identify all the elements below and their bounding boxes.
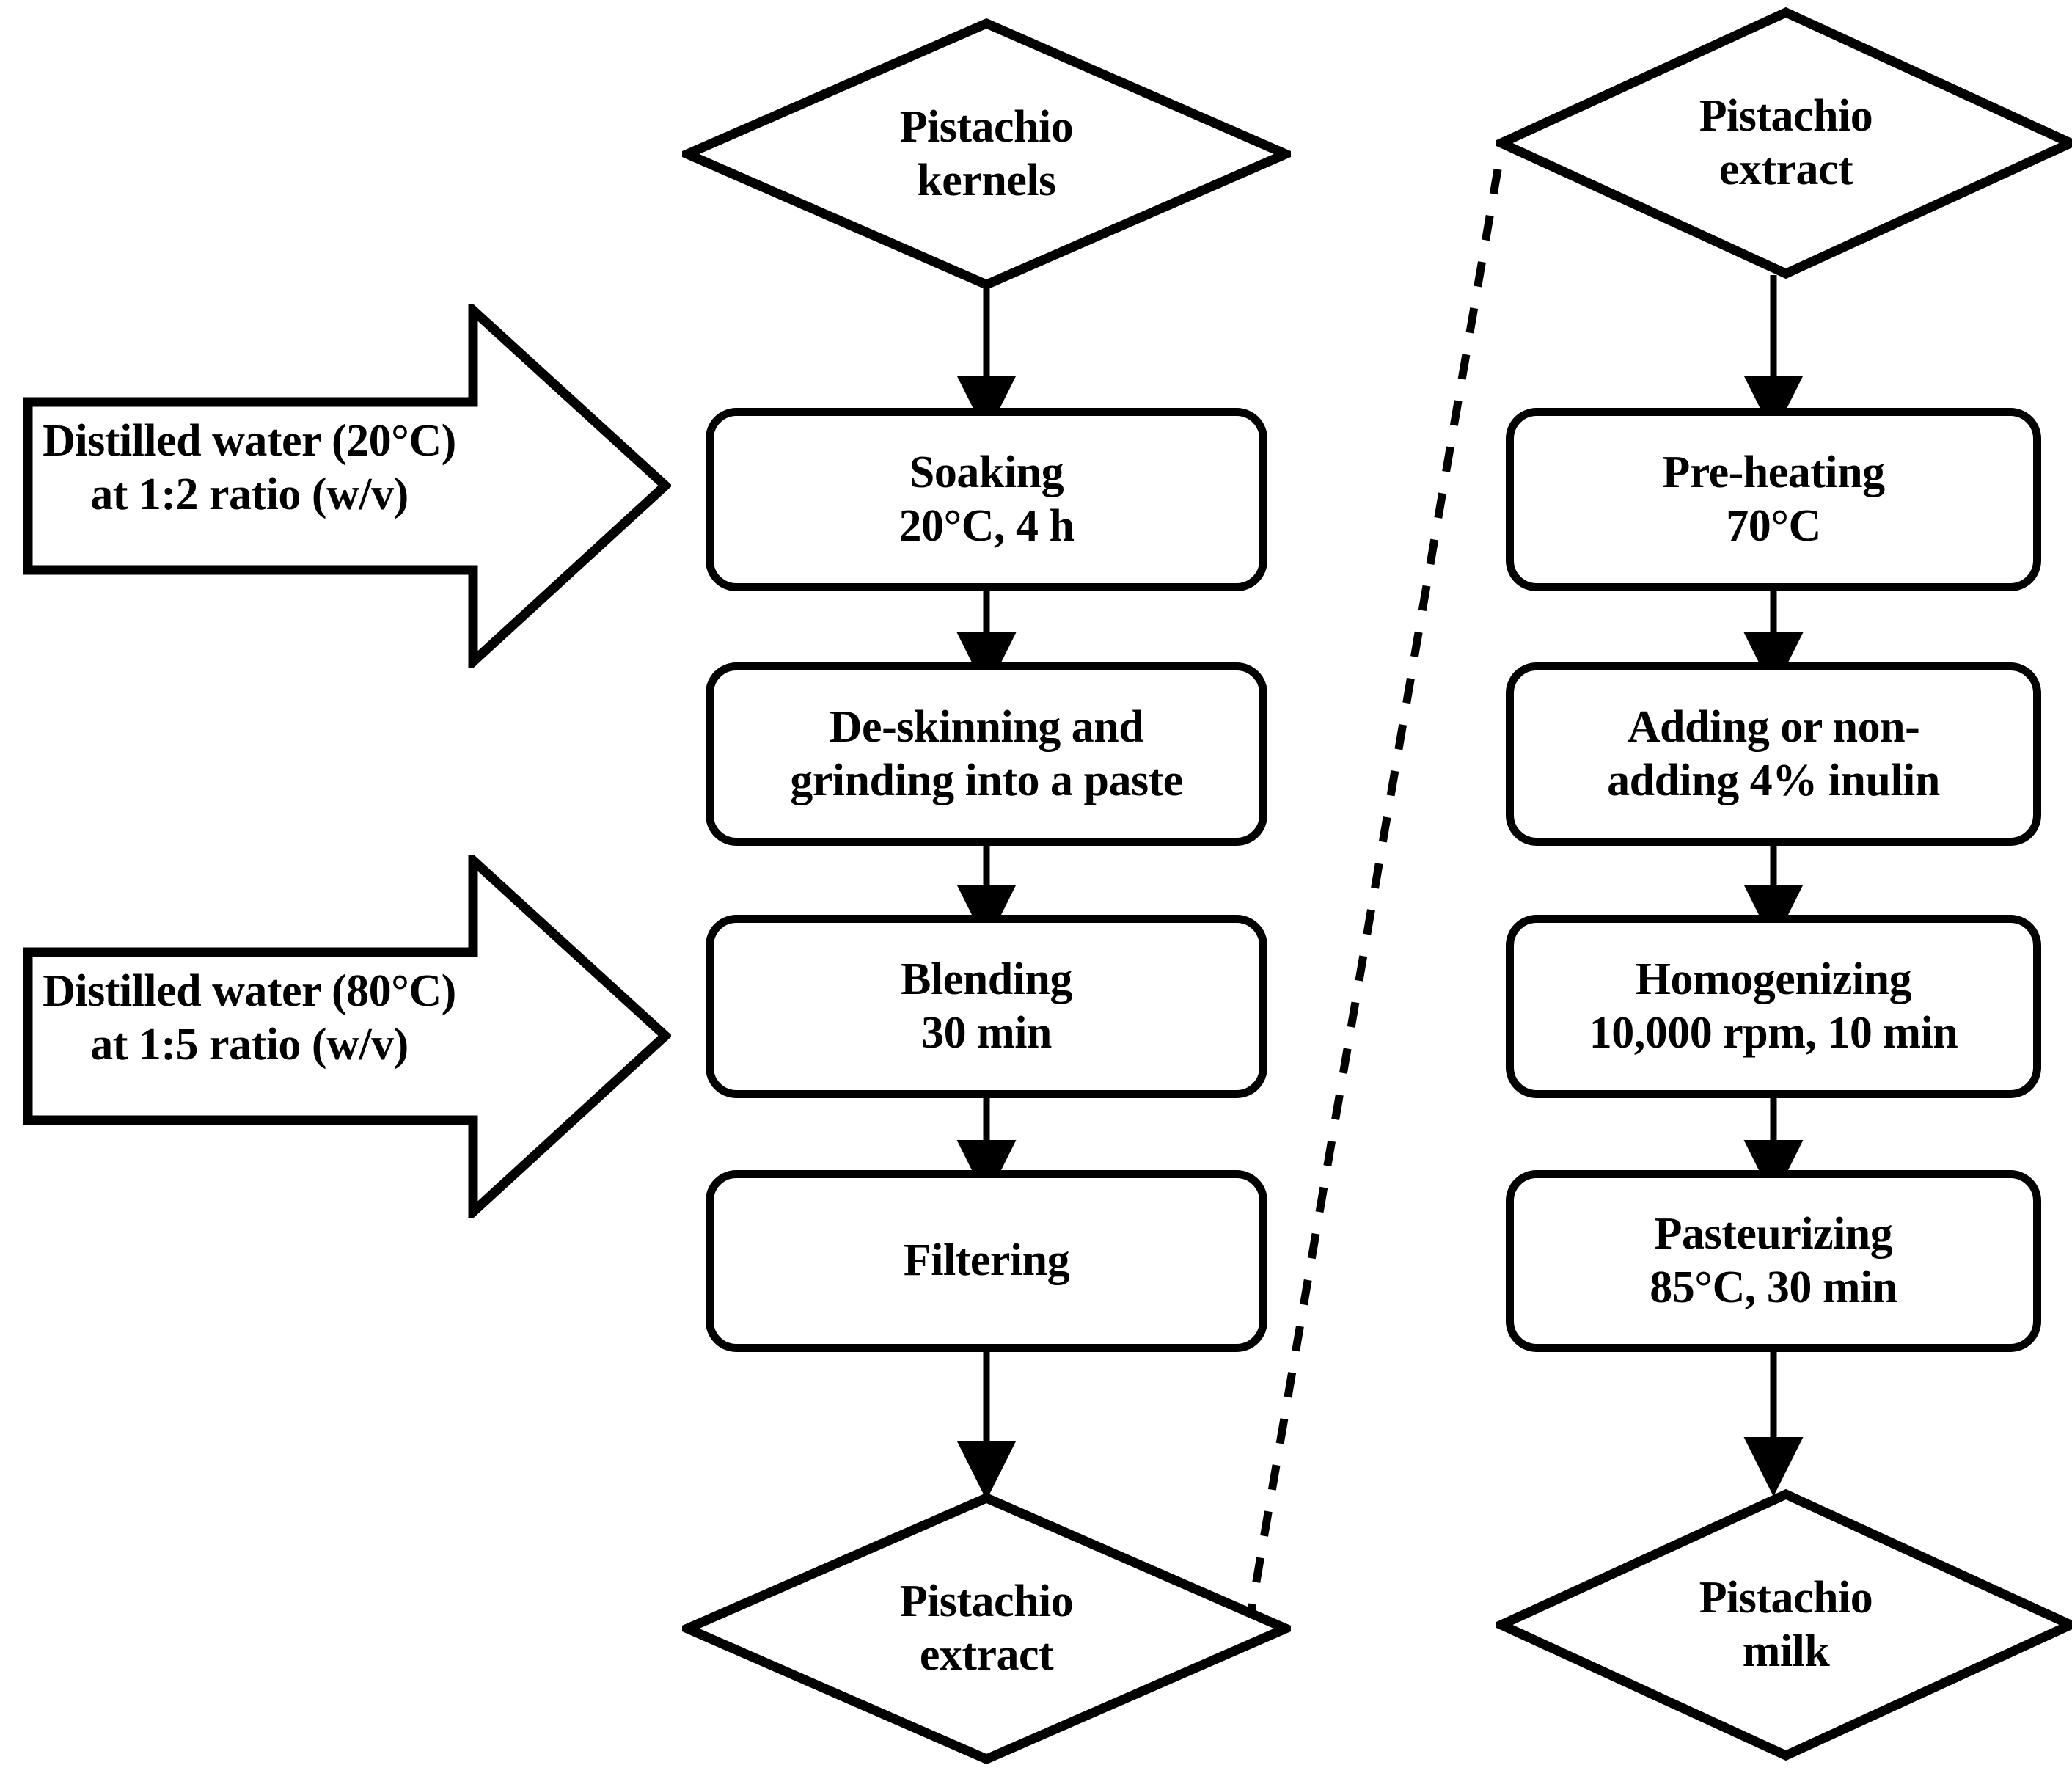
soaking-water-line2: at 1:2 ratio (w/v) [90,469,409,520]
blending-line2: 30 min [921,1008,1052,1058]
process-filtering: Filtering [706,1170,1267,1352]
process-deskinning-grinding: De-skinning and grinding into a paste [706,662,1267,846]
process-blending: Blending 30 min [706,915,1267,1098]
process-pre-heating: Pre-heating 70°C [1506,408,2041,591]
process-homogenizing: Homogenizing 10,000 rpm, 10 min [1506,915,2041,1098]
soaking-line1: Soaking [909,447,1064,497]
terminator-pistachio-extract-right: Pistachio extract [1496,7,2072,279]
diamond-shape-icon [1496,1489,2072,1761]
deskinning-line2: grinding into a paste [790,756,1183,805]
right-arrow-icon [23,304,671,668]
soaking-line2: 20°C, 4 h [898,501,1075,551]
soaking-water-line1: Distilled water (20°C) [43,416,456,466]
preheating-line2: 70°C [1726,501,1821,551]
inulin-line1: Adding or non- [1627,701,1920,752]
terminator-pistachio-kernels: Pistachio kernels [682,18,1291,290]
pasteurizing-line2: 85°C, 30 min [1650,1262,1897,1312]
pistachio-milk-line2: milk [1742,1626,1830,1676]
homogenizing-line1: Homogenizing [1635,954,1912,1004]
process-pasteurizing: Pasteurizing 85°C, 30 min [1506,1170,2041,1352]
diamond-shape-icon [682,1493,1291,1764]
blending-water-line1: Distilled water (80°C) [43,966,456,1016]
pasteurizing-line1: Pasteurizing [1654,1208,1893,1259]
pistachio-extract-mid-line1: Pistachio [899,1576,1074,1626]
terminator-pistachio-milk: Pistachio milk [1496,1489,2072,1761]
blending-line1: Blending [901,954,1072,1004]
filtering-line1: Filtering [903,1235,1070,1286]
process-soaking: Soaking 20°C, 4 h [706,408,1267,591]
pistachio-extract-mid-line2: extract [919,1630,1054,1680]
diamond-shape-icon [1496,7,2072,279]
blending-water-line2: at 1:5 ratio (w/v) [90,1020,409,1070]
blending-water-input: Distilled water (80°C) at 1:5 ratio (w/v… [22,855,671,1218]
process-adding-inulin: Adding or non- adding 4% inulin [1506,662,2041,846]
deskinning-line1: De-skinning and [829,701,1144,752]
dashed-link-extract-to-extract [1244,143,1507,1629]
pistachio-extract-right-line1: Pistachio [1699,90,1873,141]
inulin-line2: adding 4% inulin [1607,756,1940,805]
pistachio-kernels-line2: kernels [917,156,1056,205]
pistachio-extract-right-line2: extract [1718,145,1853,194]
preheating-line1: Pre-heating [1662,447,1885,497]
homogenizing-line2: 10,000 rpm, 10 min [1589,1008,1958,1058]
soaking-water-input: Distilled water (20°C) at 1:2 ratio (w/v… [22,304,671,668]
right-arrow-icon [23,855,671,1218]
terminator-pistachio-extract-middle: Pistachio extract [682,1493,1291,1764]
pistachio-milk-line1: Pistachio [1699,1572,1873,1623]
diamond-shape-icon [682,18,1291,290]
pistachio-kernels-line1: Pistachio [899,101,1074,152]
